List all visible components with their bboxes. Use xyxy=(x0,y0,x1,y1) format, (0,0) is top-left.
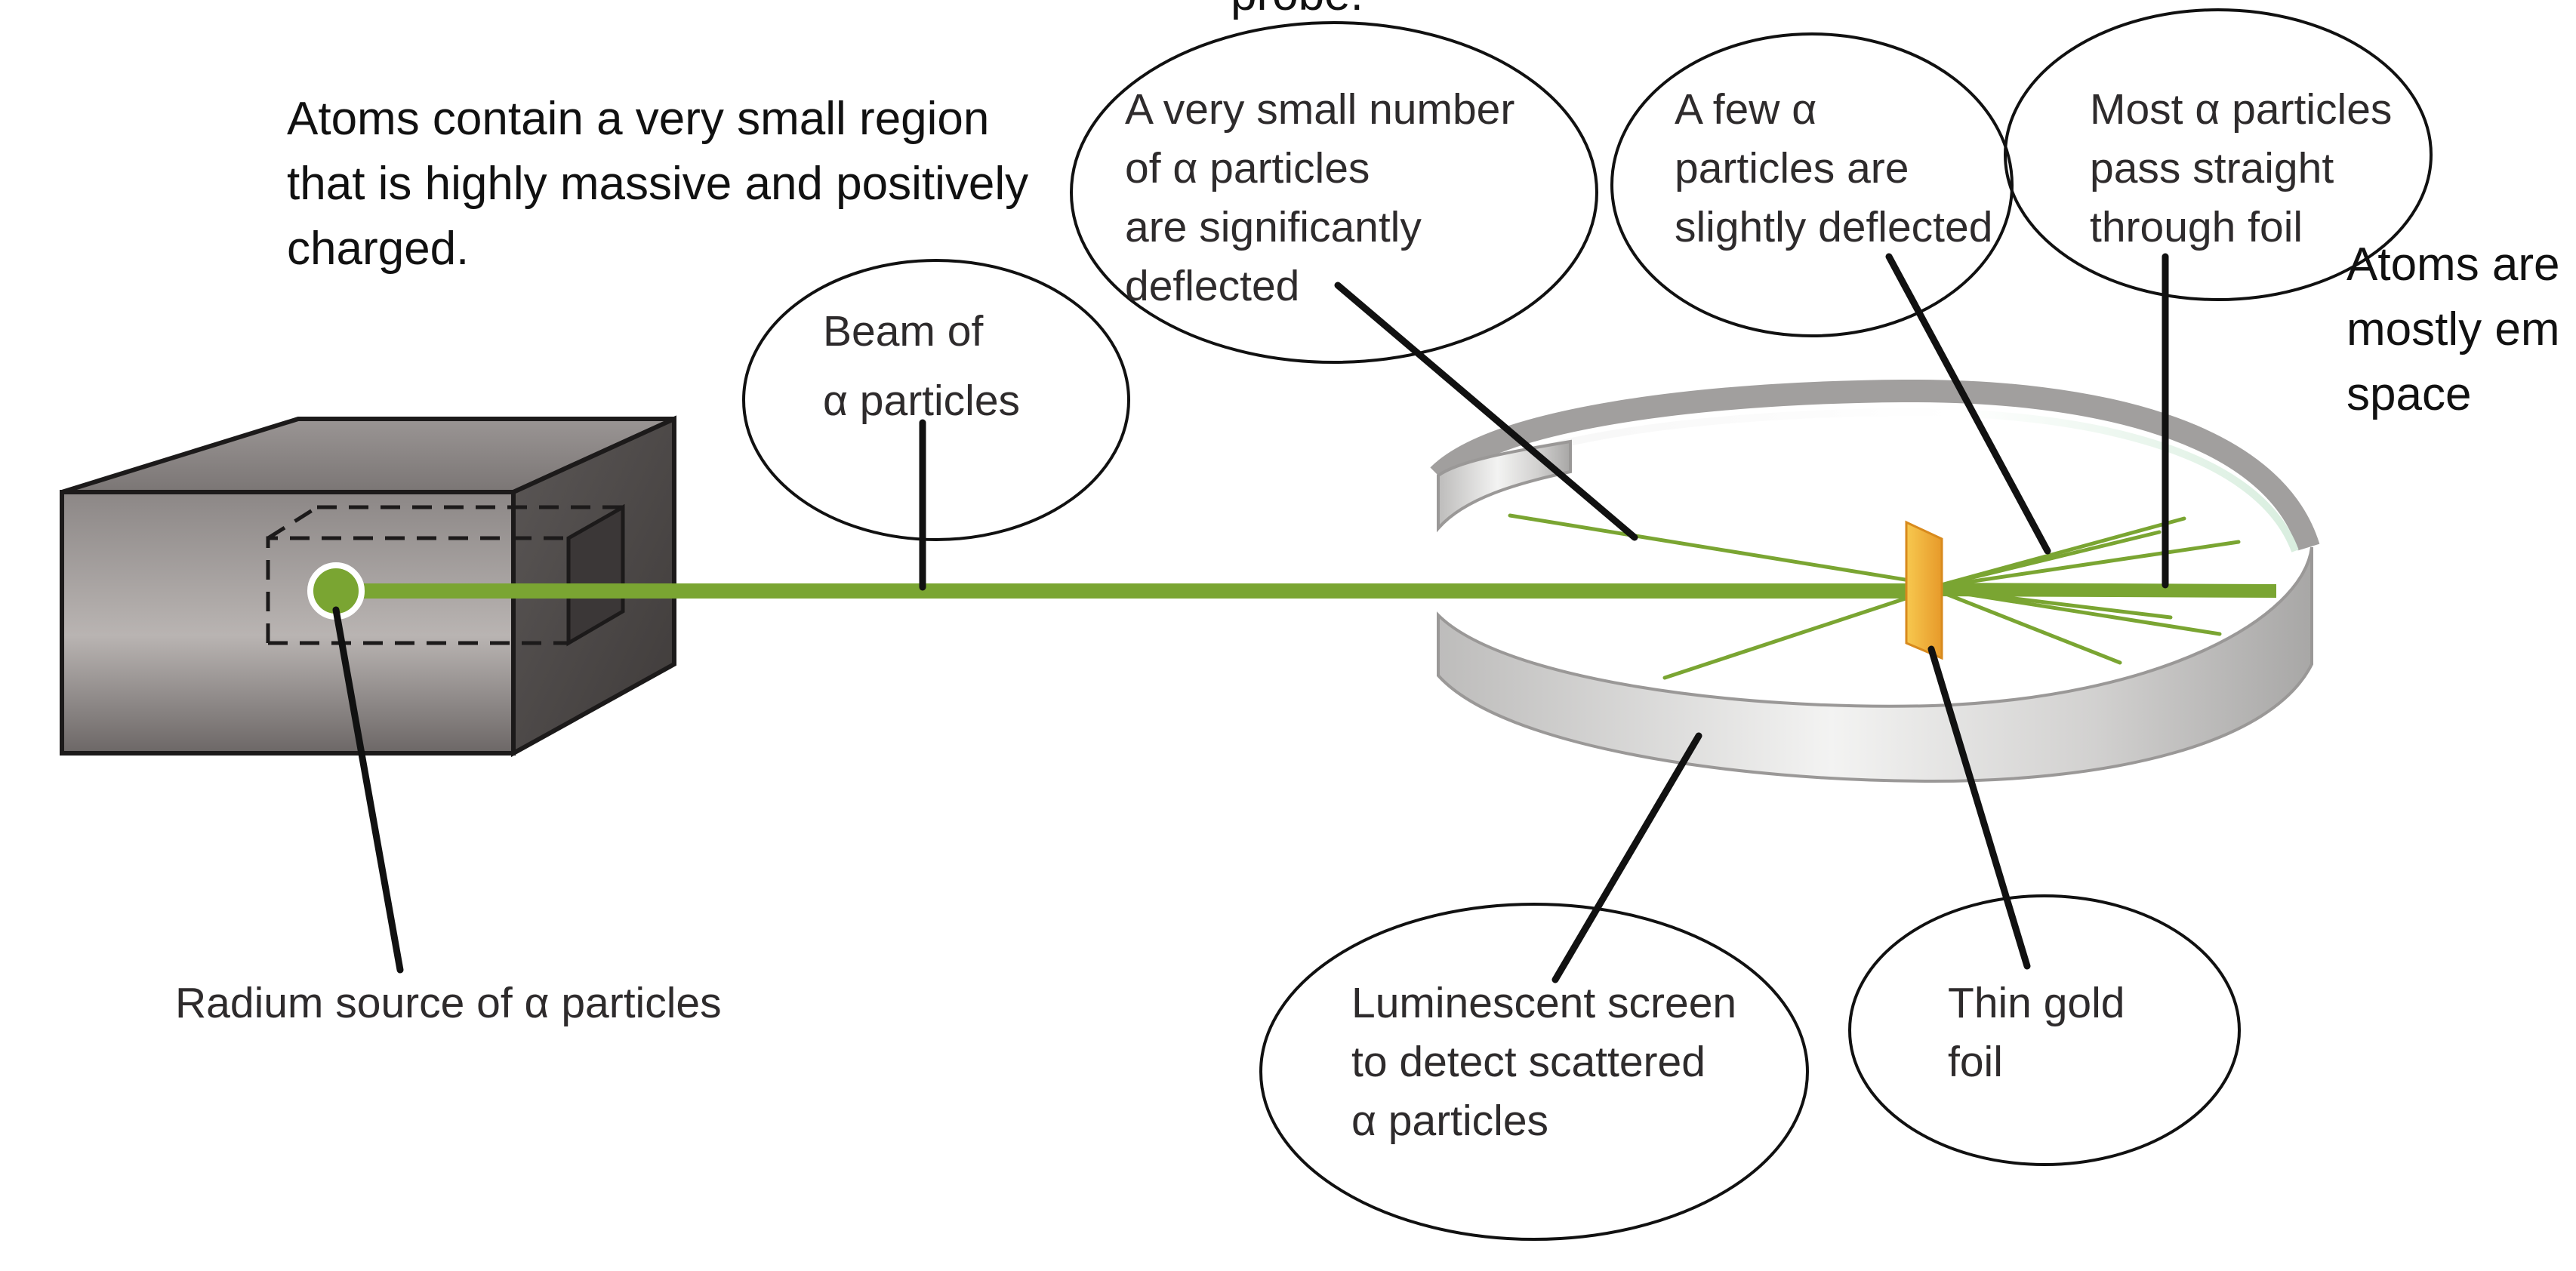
track-back-down xyxy=(1662,590,1926,680)
few-deflected-label: A few α particles are slightly deflected xyxy=(1675,85,1993,251)
conclusion-nucleus-label: Atoms contain a very small region that i… xyxy=(287,93,1029,275)
leader-radium xyxy=(332,606,404,974)
ellipse-beam xyxy=(742,259,1130,541)
screen-ring-front xyxy=(1437,439,2313,783)
screen-label: Luminescent screen to detect scattered α… xyxy=(1351,979,1737,1145)
track-back-up xyxy=(1508,513,1926,585)
ellipse-gold-foil xyxy=(1848,894,2241,1166)
leader-small-number xyxy=(1334,282,1638,541)
track-fwd-2 xyxy=(1930,540,2241,589)
leader-screen xyxy=(1551,732,1702,983)
track-fwd-5 xyxy=(1930,586,2122,665)
callout-ellipses xyxy=(742,8,2433,1241)
gold-foil xyxy=(1905,520,1943,660)
track-fwd-3 xyxy=(1930,530,2162,589)
gold-foil-label: Thin gold foil xyxy=(1948,979,2125,1086)
conclusion-empty-space-label: Atoms are mostly em space xyxy=(2346,239,2560,420)
leader-lines xyxy=(332,253,2169,983)
beam-label: Beam of α particles xyxy=(823,307,1021,425)
ellipse-screen xyxy=(1259,903,1809,1241)
most-pass-label: Most α particles pass straight through f… xyxy=(2090,85,2393,251)
leader-gold-foil xyxy=(1927,645,2031,970)
ellipse-few-deflected xyxy=(1610,32,2014,337)
box-front-face xyxy=(60,490,516,756)
radium-source-label: Radium source of α particles xyxy=(175,979,722,1027)
ellipse-most-pass xyxy=(2004,8,2433,301)
small-number-deflected-label: A very small number of α particles are s… xyxy=(1125,85,1515,310)
alpha-beam xyxy=(336,583,2276,599)
box-exit-window xyxy=(566,503,625,647)
ellipse-small-number xyxy=(1070,21,1598,364)
top-cut-text: probe. xyxy=(1231,0,1363,27)
radium-source-box xyxy=(60,415,676,758)
leader-few-deflected xyxy=(1885,253,2051,555)
